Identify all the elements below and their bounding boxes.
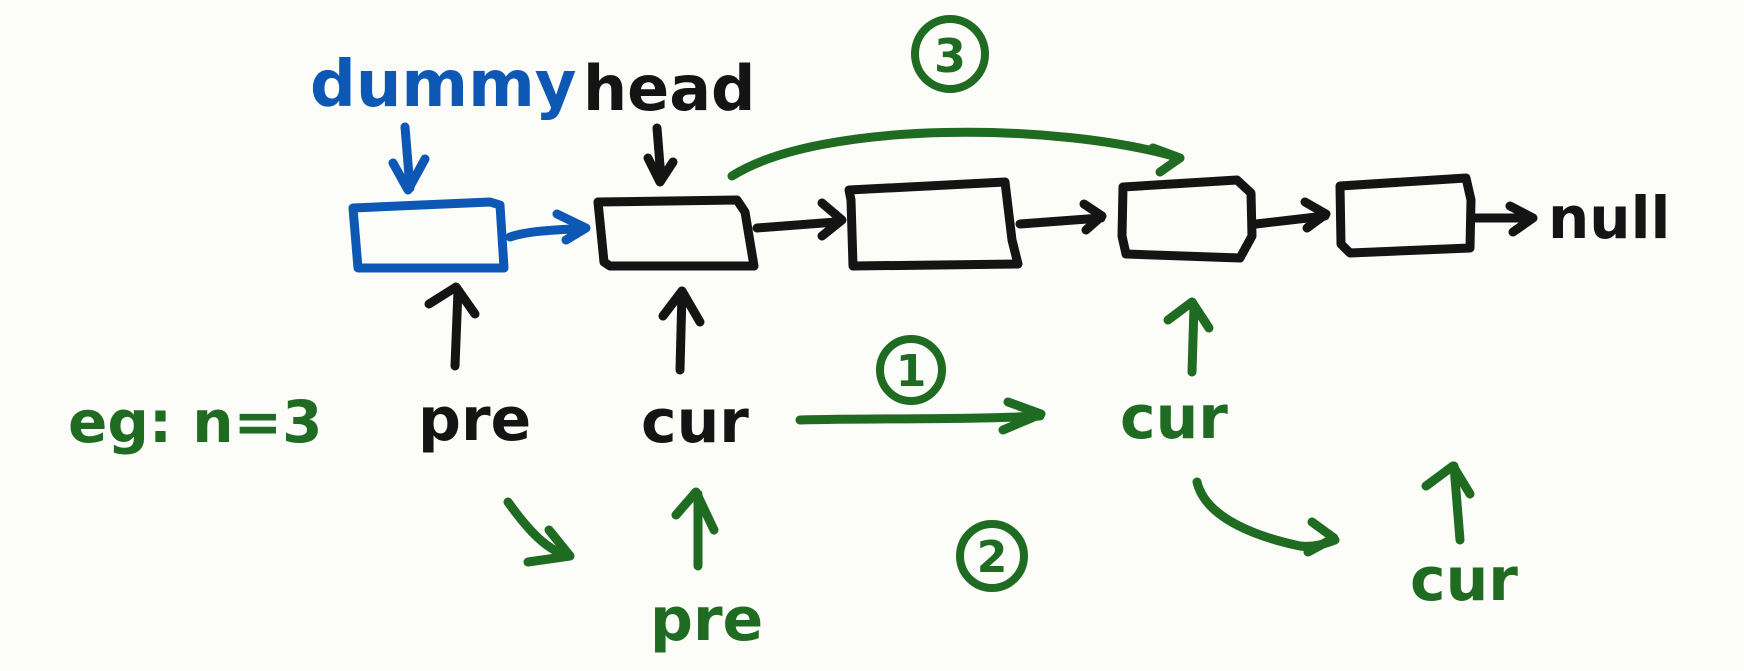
step3-number: 3 — [934, 29, 966, 83]
dummy-pointer-arrow — [388, 122, 430, 195]
cur-step1-label: cur — [1120, 383, 1228, 453]
pre-moved-pointer-arrow — [671, 487, 719, 571]
step3-circle — [911, 15, 989, 93]
node-4 — [1335, 173, 1476, 258]
node-2 — [844, 177, 1023, 271]
cur-step1-pointer-arrow — [1163, 297, 1214, 377]
step2-number: 2 — [977, 532, 1008, 583]
node4-to-null-arrow — [1471, 201, 1538, 237]
node-3 — [1117, 175, 1257, 263]
head-label: head — [583, 52, 755, 125]
example-label: eg: n=3 — [68, 388, 323, 456]
node1-to-node2-arrow — [752, 198, 847, 241]
dummy-node — [348, 197, 509, 273]
cur-step2-label: cur — [1410, 545, 1518, 615]
pre-label: pre — [418, 385, 531, 455]
node2-to-node3-arrow — [1015, 199, 1107, 235]
cur-step2-pointer-arrow — [1421, 461, 1475, 545]
dummy-label: dummy — [310, 48, 576, 122]
cur-label: cur — [641, 387, 749, 457]
cur-advance-arrow — [1192, 477, 1340, 557]
pre-pointer-arrow — [424, 282, 480, 371]
step2-circle — [956, 520, 1028, 592]
node-1 — [593, 195, 759, 271]
dummy-to-head-arrow — [505, 209, 591, 245]
null-label: null — [1548, 184, 1670, 252]
head-pointer-arrow — [643, 123, 678, 187]
step1-circle — [876, 335, 946, 405]
pre-advance-arrow — [503, 497, 575, 567]
step1-move-cur-arrow — [795, 397, 1046, 435]
step3-rewire-arrow — [727, 127, 1185, 181]
node3-to-node4-arrow — [1251, 197, 1331, 233]
step1-number: 1 — [896, 346, 927, 397]
cur-pointer-arrow — [658, 286, 705, 375]
pre-moved-label: pre — [650, 585, 763, 655]
